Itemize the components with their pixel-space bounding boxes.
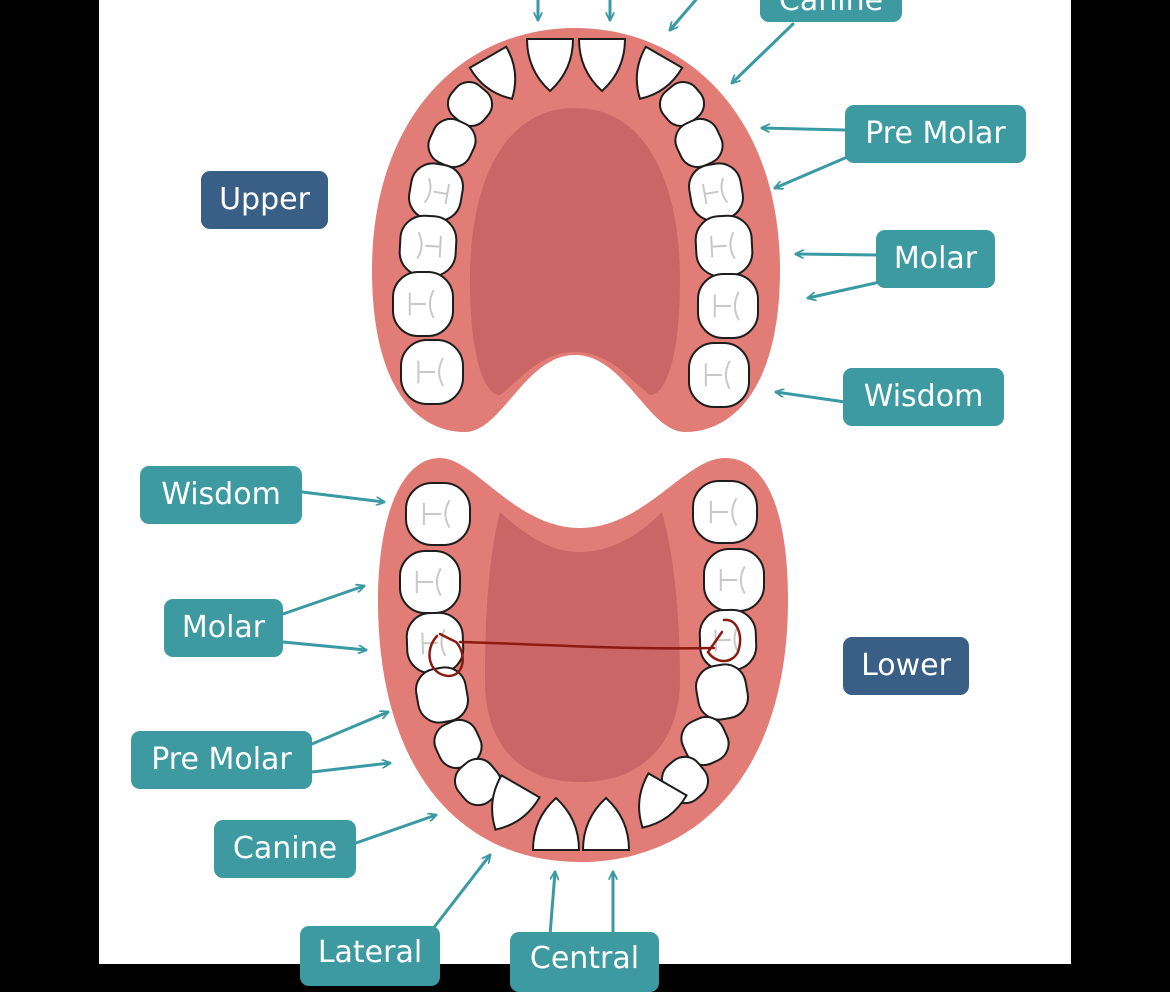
upper-tooth xyxy=(400,339,464,405)
annotation-mark-right xyxy=(706,618,742,663)
lower-tooth xyxy=(695,663,749,721)
lower-tooth xyxy=(415,666,469,724)
hand-drawn-annotation xyxy=(428,618,742,678)
lower-lateral-label: Lateral xyxy=(300,926,440,986)
upper-tooth xyxy=(688,342,750,408)
pointer-arrow xyxy=(300,490,386,502)
lower-tooth xyxy=(680,715,730,767)
lower-label: Lower xyxy=(843,637,969,695)
lower-tooth xyxy=(405,482,471,546)
lower-teeth xyxy=(399,480,765,851)
pointer-arrow xyxy=(775,153,854,188)
pointer-arrow xyxy=(310,763,392,774)
pointer-arrow xyxy=(670,0,698,30)
upper-tooth xyxy=(525,38,575,93)
pointer-arrow xyxy=(548,870,555,937)
upper-tooth xyxy=(407,162,465,222)
upper-jaw xyxy=(372,28,780,432)
upper-tooth xyxy=(392,271,454,337)
upper-wisdom-label: Wisdom xyxy=(843,368,1004,426)
pointer-arrow xyxy=(281,586,364,616)
upper-tooth xyxy=(398,214,458,278)
upper-palate xyxy=(470,108,680,395)
lower-tooth xyxy=(399,550,461,614)
lower-wisdom-label: Wisdom xyxy=(140,466,302,524)
pointer-arrow xyxy=(310,712,388,746)
lower-tooth xyxy=(531,796,581,851)
pointer-arrow xyxy=(794,254,880,255)
lower-tooth xyxy=(581,796,631,851)
lower-canine-label: Canine xyxy=(214,820,356,878)
pointer-arrow xyxy=(430,855,490,932)
teeth-diagram xyxy=(281,0,882,937)
pointer-arrows xyxy=(281,0,882,937)
lower-tooth xyxy=(703,548,765,612)
upper-canine-label: Canine xyxy=(760,0,902,22)
pointer-arrow xyxy=(776,392,847,404)
upper-tooth xyxy=(577,38,627,93)
upper-tooth xyxy=(697,273,759,339)
annotation-line xyxy=(458,640,716,650)
annotation-mark-left xyxy=(428,632,464,678)
pointer-arrow xyxy=(281,640,368,650)
upper-tooth xyxy=(635,45,684,100)
upper-teeth xyxy=(392,38,759,408)
lower-tooth xyxy=(692,480,758,544)
lower-molar-label: Molar xyxy=(164,599,283,657)
lower-tooth xyxy=(491,773,541,831)
upper-tooth xyxy=(468,45,517,100)
upper-label: Upper xyxy=(201,171,328,229)
pointer-arrow xyxy=(808,280,882,298)
pointer-arrow xyxy=(732,22,795,83)
lower-pre-molar-label: Pre Molar xyxy=(131,731,312,789)
upper-molar-label: Molar xyxy=(876,230,995,288)
upper-pre-molar-label: Pre Molar xyxy=(845,105,1026,163)
lower-jaw xyxy=(378,458,788,862)
lower-central-label: Central xyxy=(510,932,659,992)
pointer-arrow xyxy=(760,128,847,130)
upper-tooth xyxy=(694,214,754,278)
pointer-arrow xyxy=(354,815,436,845)
lower-tooth xyxy=(638,771,688,829)
